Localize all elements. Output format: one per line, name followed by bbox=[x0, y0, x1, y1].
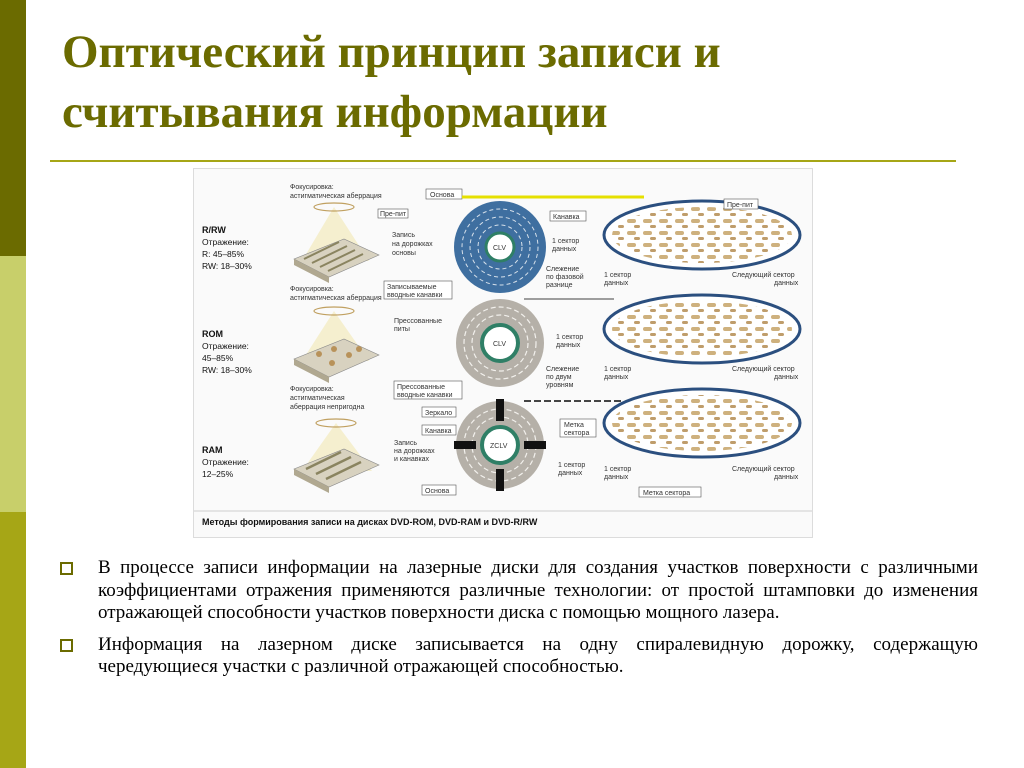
callout-label: данных bbox=[558, 470, 583, 477]
disc-hub bbox=[480, 425, 520, 465]
callout-label: Слежение bbox=[546, 266, 579, 273]
callout-label: Пре-пит bbox=[380, 211, 407, 218]
callout-label: данных bbox=[604, 280, 629, 287]
callout-label: на дорожках bbox=[392, 241, 433, 248]
callout-label: 1 сектор bbox=[556, 334, 583, 341]
dvd-recording-diagram: R/RW Отражение: R: 45–85% RW: 18–30% Фок… bbox=[193, 168, 813, 538]
disc-center-label: ZCLV bbox=[490, 443, 508, 450]
title-underline bbox=[50, 160, 956, 162]
lens-icon bbox=[313, 202, 355, 212]
row-rrw: R/RW Отражение: R: 45–85% RW: 18–30% Фок… bbox=[202, 184, 802, 293]
callout-label: Зеркало bbox=[425, 410, 452, 417]
callout-label: уровням bbox=[546, 382, 574, 389]
callout-label: Основа bbox=[425, 488, 449, 495]
slide-title: Оптический принцип записи и считывания и… bbox=[62, 26, 721, 138]
bullet-text: Информация на лазерном диске записываетс… bbox=[98, 633, 978, 678]
callout-label: питы bbox=[394, 326, 410, 333]
row-reflect-value: R: 45–85% bbox=[202, 249, 244, 259]
focus-label: аберрация непригодна bbox=[290, 403, 364, 411]
callout-label: 1 сектор bbox=[604, 466, 631, 473]
focus-label: астигматическая bbox=[290, 395, 345, 402]
callout-label: данных bbox=[604, 474, 629, 481]
callout-label: на дорожках bbox=[394, 448, 435, 455]
callout-label: по двум bbox=[546, 374, 572, 381]
callout-label: данных bbox=[556, 342, 581, 349]
sidebar-block-mid bbox=[0, 512, 26, 768]
callout-label: Следующий сектор bbox=[732, 365, 795, 373]
disc-hub bbox=[484, 231, 516, 263]
row-reflect-value: 12–25% bbox=[202, 469, 234, 479]
bullet-item: В процессе записи информации на лазерные… bbox=[58, 557, 978, 625]
figure-caption: Методы формирования записи на дисках DVD… bbox=[202, 517, 538, 527]
disc-center-label: CLV bbox=[493, 341, 506, 348]
focus-label: Фокусировка: bbox=[290, 386, 334, 393]
callout-label: Канавка bbox=[553, 214, 580, 221]
groove-lines bbox=[305, 450, 362, 481]
row-reflect-label: Отражение: bbox=[202, 341, 249, 351]
callout-label: Метка сектора bbox=[643, 490, 690, 497]
callout-label: основы bbox=[392, 250, 416, 257]
callout-label: Пре-пит bbox=[727, 202, 754, 209]
callout-label: 1 сектор bbox=[552, 238, 579, 245]
callout-label: Следующий сектор bbox=[732, 465, 795, 473]
callout-label: по фазовой bbox=[546, 273, 584, 281]
callout-label: данных bbox=[774, 374, 799, 381]
row-reflect-value: RW: 18–30% bbox=[202, 261, 252, 271]
row-type-label: ROM bbox=[202, 329, 223, 339]
callout-label: 1 сектор bbox=[604, 272, 631, 279]
callout-label: Записываемые bbox=[387, 284, 437, 291]
surface-slab bbox=[293, 448, 380, 488]
callout-label: и канавках bbox=[394, 456, 430, 463]
callout-label: Запись bbox=[394, 440, 417, 447]
callout-label: Прессованные bbox=[394, 318, 442, 325]
bullet-item: Информация на лазерном диске записываетс… bbox=[58, 634, 978, 679]
row-type-label: RAM bbox=[202, 445, 223, 455]
callout-label: Следующий сектор bbox=[732, 271, 795, 279]
callout-label: Основа bbox=[430, 192, 454, 199]
callout-label: сектора bbox=[564, 430, 589, 437]
callout-label: разнице bbox=[546, 282, 573, 289]
callout-label: данных bbox=[774, 474, 799, 481]
row-type-label: R/RW bbox=[202, 225, 226, 235]
callout-label: данных bbox=[604, 374, 629, 381]
callout-label: вводные канавки bbox=[397, 392, 453, 399]
hollow-square-bullet-icon bbox=[60, 638, 73, 652]
sidebar-stripe bbox=[0, 0, 26, 768]
focus-label: астигматическая аберрация bbox=[290, 192, 382, 200]
bullet-list: В процессе записи информации на лазерные… bbox=[58, 557, 978, 688]
disc-center-label: CLV bbox=[493, 245, 506, 252]
sidebar-block-dark bbox=[0, 0, 26, 256]
callout-label: 1 сектор bbox=[558, 462, 585, 469]
groove-lines bbox=[303, 241, 364, 272]
row-reflect-label: Отражение: bbox=[202, 237, 249, 247]
callout-label: данных bbox=[774, 280, 799, 287]
callout-label: Запись bbox=[392, 232, 415, 239]
sidebar-block-light bbox=[0, 256, 26, 512]
focus-label: астигматическая аберрация bbox=[290, 294, 382, 302]
lens-icon bbox=[313, 306, 355, 316]
row-reflect-value: 45–85% bbox=[202, 353, 234, 363]
callout-label: данных bbox=[552, 246, 577, 253]
row-rom: ROM Отражение: 45–85% RW: 18–30% Фокусир… bbox=[202, 280, 802, 389]
row-reflect-label: Отражение: bbox=[202, 457, 249, 467]
callout-label: 1 сектор bbox=[604, 366, 631, 373]
disc-hub bbox=[480, 323, 520, 363]
focus-label: Фокусировка: bbox=[290, 184, 334, 191]
row-reflect-value: RW: 18–30% bbox=[202, 365, 252, 375]
bullet-text: В процессе записи информации на лазерные… bbox=[98, 557, 978, 623]
callout-label: Прессованные bbox=[397, 384, 445, 391]
hollow-square-bullet-icon bbox=[60, 562, 73, 575]
row-ram: RAM Отражение: 12–25% Фокусировка: астиг… bbox=[202, 380, 802, 498]
focus-label: Фокусировка: bbox=[290, 286, 334, 293]
callout-label: Канавка bbox=[425, 428, 452, 435]
callout-label: Слежение bbox=[546, 366, 579, 373]
callout-label: вводные канавки bbox=[387, 292, 443, 299]
lens-icon bbox=[315, 418, 357, 428]
callout-label: Метка bbox=[564, 422, 584, 429]
